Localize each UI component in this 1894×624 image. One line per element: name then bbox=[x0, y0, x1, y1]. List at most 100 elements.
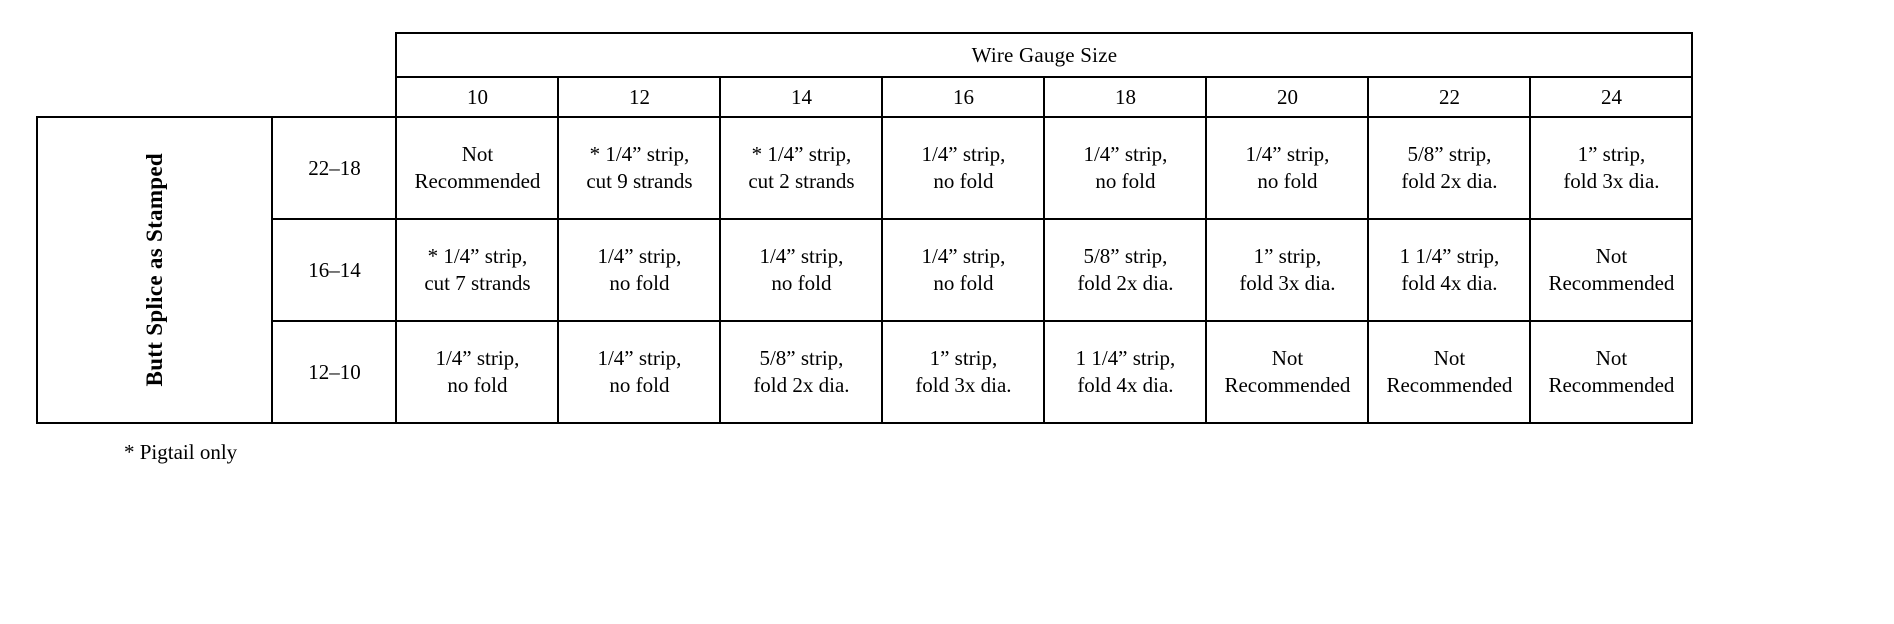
cell-line-1: 1” strip, bbox=[1253, 244, 1322, 269]
column-header-gauge-16: 16 bbox=[881, 76, 1046, 118]
cell-line-1: Not bbox=[1595, 244, 1628, 269]
wire-gauge-table: Wire Gauge Size 10 12 14 16 18 20 22 24 bbox=[35, 32, 1694, 424]
cell-line-1: Not bbox=[1433, 346, 1466, 371]
cell-12-10-gauge-18: 1 1/4” strip, fold 4x dia. bbox=[1043, 320, 1208, 424]
cell-line-1: 1 1/4” strip, bbox=[1075, 346, 1176, 371]
row-stamp-12-10: 12–10 bbox=[271, 320, 398, 424]
cell-line-1: * 1/4” strip, bbox=[751, 142, 852, 167]
cell-line-1: 1/4” strip, bbox=[921, 142, 1006, 167]
cell-line-1: Not bbox=[1271, 346, 1304, 371]
column-header-gauge-14: 14 bbox=[719, 76, 884, 118]
column-header-gauge-20: 20 bbox=[1205, 76, 1370, 118]
cell-line-2: fold 3x dia. bbox=[1239, 271, 1336, 295]
cell-line-1: 1/4” strip, bbox=[1245, 142, 1330, 167]
cell-line-2: no fold bbox=[447, 373, 508, 397]
cell-line-1: 1” strip, bbox=[1577, 142, 1646, 167]
table-row-22-18: Butt Splice as Stamped 22–18 Not Recomme… bbox=[35, 116, 1694, 424]
cell-22-18-gauge-22: 5/8” strip, fold 2x dia. bbox=[1367, 116, 1532, 220]
cell-16-14-gauge-22: 1 1/4” strip, fold 4x dia. bbox=[1367, 218, 1532, 322]
table-row-16-14: 16–14 * 1/4” strip, cut 7 strands 1/4” s… bbox=[37, 218, 1694, 322]
cell-22-18-gauge-18: 1/4” strip, no fold bbox=[1043, 116, 1208, 220]
column-header-gauge-10: 10 bbox=[395, 76, 560, 118]
footnote-pigtail-only: * Pigtail only bbox=[124, 440, 238, 464]
wire-gauge-table-wrapper: Wire Gauge Size 10 12 14 16 18 20 22 24 bbox=[35, 32, 1694, 424]
corner-blank-side-2 bbox=[37, 77, 273, 117]
cell-line-1: 1/4” strip, bbox=[435, 346, 520, 371]
cell-16-14-gauge-10: * 1/4” strip, cut 7 strands bbox=[395, 218, 560, 322]
cell-16-14-gauge-16: 1/4” strip, no fold bbox=[881, 218, 1046, 322]
table-header: Wire Gauge Size 10 12 14 16 18 20 22 24 bbox=[37, 32, 1694, 118]
cell-16-14-gauge-12: 1/4” strip, no fold bbox=[557, 218, 722, 322]
cell-line-2: fold 4x dia. bbox=[1401, 271, 1498, 295]
cell-12-10-gauge-14: 5/8” strip, fold 2x dia. bbox=[719, 320, 884, 424]
group-header-wire-gauge-size: Wire Gauge Size bbox=[395, 32, 1694, 78]
cell-22-18-gauge-16: 1/4” strip, no fold bbox=[881, 116, 1046, 220]
cell-22-18-gauge-12: * 1/4” strip, cut 9 strands bbox=[557, 116, 722, 220]
cell-line-1: 1 1/4” strip, bbox=[1399, 244, 1500, 269]
row-stamp-22-18: 22–18 bbox=[271, 116, 398, 220]
cell-line-2: Recommended bbox=[414, 169, 541, 193]
header-row-group-title: Wire Gauge Size bbox=[37, 32, 1694, 78]
cell-line-2: fold 3x dia. bbox=[915, 373, 1012, 397]
cell-line-2: no fold bbox=[609, 271, 670, 295]
cell-22-18-gauge-14: * 1/4” strip, cut 2 strands bbox=[719, 116, 884, 220]
cell-line-1: * 1/4” strip, bbox=[589, 142, 690, 167]
cell-line-1: 1/4” strip, bbox=[759, 244, 844, 269]
cell-line-2: fold 2x dia. bbox=[1401, 169, 1498, 193]
cell-16-14-gauge-14: 1/4” strip, no fold bbox=[719, 218, 884, 322]
cell-line-2: no fold bbox=[933, 169, 994, 193]
cell-line-2: no fold bbox=[771, 271, 832, 295]
cell-line-2: fold 4x dia. bbox=[1077, 373, 1174, 397]
cell-line-1: 5/8” strip, bbox=[1083, 244, 1168, 269]
cell-12-10-gauge-22: Not Recommended bbox=[1367, 320, 1532, 424]
cell-line-1: * 1/4” strip, bbox=[427, 244, 528, 269]
cell-line-2: fold 2x dia. bbox=[753, 373, 850, 397]
cell-22-18-gauge-10: Not Recommended bbox=[395, 116, 560, 220]
cell-12-10-gauge-16: 1” strip, fold 3x dia. bbox=[881, 320, 1046, 424]
table-body: Butt Splice as Stamped 22–18 Not Recomme… bbox=[35, 116, 1694, 424]
column-header-gauge-18: 18 bbox=[1043, 76, 1208, 118]
corner-blank-stamp bbox=[272, 33, 397, 77]
table-row-12-10: 12–10 1/4” strip, no fold 1/4” strip, no… bbox=[37, 320, 1694, 424]
cell-22-18-gauge-24: 1” strip, fold 3x dia. bbox=[1529, 116, 1694, 220]
column-header-gauge-24: 24 bbox=[1529, 76, 1694, 118]
cell-line-2: cut 2 strands bbox=[748, 169, 855, 193]
cell-line-2: Recommended bbox=[1386, 373, 1513, 397]
cell-line-2: Recommended bbox=[1224, 373, 1351, 397]
row-stamp-16-14: 16–14 bbox=[271, 218, 398, 322]
cell-line-2: Recommended bbox=[1548, 373, 1675, 397]
cell-12-10-gauge-10: 1/4” strip, no fold bbox=[395, 320, 560, 424]
cell-line-2: cut 7 strands bbox=[424, 271, 531, 295]
cell-line-2: fold 2x dia. bbox=[1077, 271, 1174, 295]
cell-line-1: Not bbox=[1595, 346, 1628, 371]
cell-line-2: no fold bbox=[609, 373, 670, 397]
cell-line-1: 1/4” strip, bbox=[921, 244, 1006, 269]
side-label-butt-splice-as-stamped: Butt Splice as Stamped bbox=[35, 116, 274, 424]
cell-line-2: no fold bbox=[933, 271, 994, 295]
corner-blank-side bbox=[37, 33, 273, 77]
cell-12-10-gauge-24: Not Recommended bbox=[1529, 320, 1694, 424]
cell-line-1: Not bbox=[461, 142, 494, 167]
cell-line-1: 1/4” strip, bbox=[597, 244, 682, 269]
cell-line-2: no fold bbox=[1257, 169, 1318, 193]
cell-line-2: Recommended bbox=[1548, 271, 1675, 295]
cell-line-1: 1” strip, bbox=[929, 346, 998, 371]
cell-22-18-gauge-20: 1/4” strip, no fold bbox=[1205, 116, 1370, 220]
cell-line-1: 5/8” strip, bbox=[1407, 142, 1492, 167]
cell-16-14-gauge-18: 5/8” strip, fold 2x dia. bbox=[1043, 218, 1208, 322]
corner-blank-stamp-2 bbox=[272, 77, 397, 117]
cell-line-2: fold 3x dia. bbox=[1563, 169, 1660, 193]
cell-12-10-gauge-20: Not Recommended bbox=[1205, 320, 1370, 424]
cell-16-14-gauge-20: 1” strip, fold 3x dia. bbox=[1205, 218, 1370, 322]
column-header-gauge-22: 22 bbox=[1367, 76, 1532, 118]
cell-12-10-gauge-12: 1/4” strip, no fold bbox=[557, 320, 722, 424]
cell-line-1: 5/8” strip, bbox=[759, 346, 844, 371]
cell-line-1: 1/4” strip, bbox=[597, 346, 682, 371]
cell-16-14-gauge-24: Not Recommended bbox=[1529, 218, 1694, 322]
column-header-gauge-12: 12 bbox=[557, 76, 722, 118]
cell-line-2: cut 9 strands bbox=[586, 169, 693, 193]
cell-line-2: no fold bbox=[1095, 169, 1156, 193]
header-row-gauge-columns: 10 12 14 16 18 20 22 24 bbox=[37, 76, 1694, 118]
cell-line-1: 1/4” strip, bbox=[1083, 142, 1168, 167]
